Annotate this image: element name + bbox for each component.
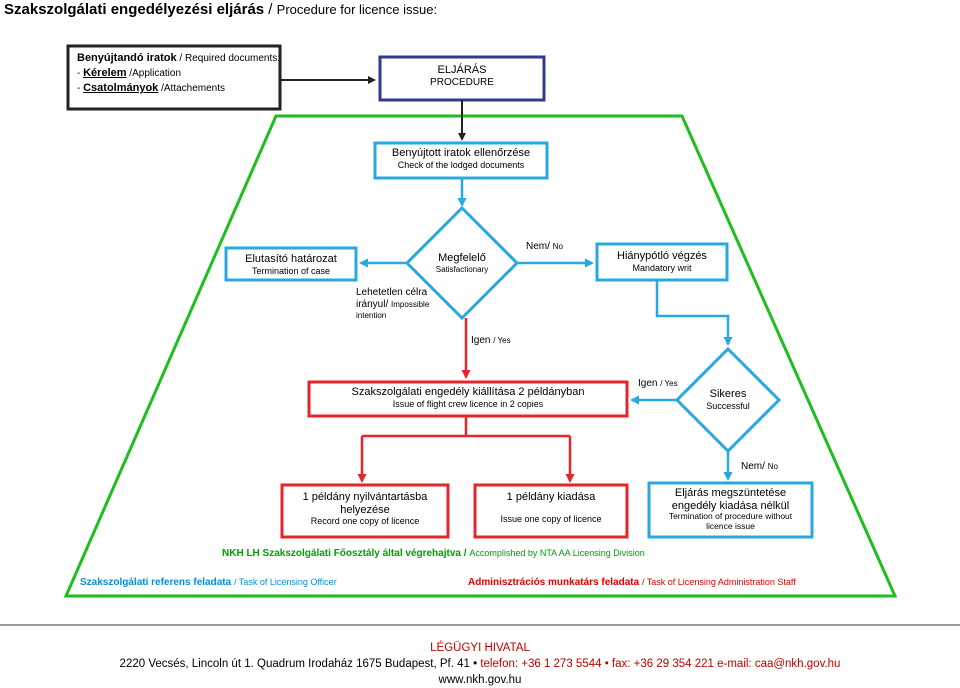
terminate-box <box>647 481 814 539</box>
reject-box <box>224 246 358 282</box>
footer-org: LÉGÜGYI HIVATAL <box>430 642 530 654</box>
executed-by-note: NKH LH Szakszolgálati Főosztály által vé… <box>222 548 645 559</box>
scope-frame <box>63 114 898 598</box>
page-title: Szakszolgálati engedélyezési eljárás / P… <box>4 1 438 18</box>
check-label: Benyújtott iratok ellenőrzése Check of t… <box>391 147 531 170</box>
success-label: Sikeres Successful <box>706 388 750 411</box>
give-box <box>473 483 629 539</box>
required-docs-text: Benyújtandó iratok / Required documents:… <box>77 52 281 94</box>
yes-label-2: Igen / Yes <box>638 378 678 389</box>
required-docs-box <box>66 44 282 111</box>
footer-web: www.nkh.gov.hu <box>438 674 522 686</box>
no-label-1: Nem/ No <box>526 241 563 252</box>
deficiency-to-success-arrow <box>655 280 733 346</box>
staff-task-note: Adminisztrációs munkatárs feladata / Tas… <box>468 577 796 588</box>
footer-address: 2220 Vecsés, Lincoln út 1. Quadrum Iroda… <box>119 658 841 670</box>
record-label: 1 példány nyilvántartásba helyezése Reco… <box>302 491 428 527</box>
decision-label: Megfelelő Satisfactionary <box>435 252 489 274</box>
issue-label: Szakszolgálati engedély kiállítása 2 pél… <box>351 386 585 409</box>
terminate-label: Eljárás megszüntetése engedély kiadása n… <box>668 487 793 532</box>
procedure-box <box>378 55 546 102</box>
officer-task-note: Szakszolgálati referens feladata / Task … <box>80 577 337 588</box>
give-label: 1 példány kiadása Issue one copy of lice… <box>500 491 602 524</box>
issue-split-line <box>362 416 570 438</box>
reject-label: Elutasító határozat Termination of case <box>245 253 337 276</box>
decision-diamond <box>404 205 520 321</box>
deficiency-label: Hiánypótló végzés Mandatory writ <box>617 250 707 273</box>
procedure-label: ELJÁRÁS PROCEDURE <box>430 64 494 88</box>
record-box <box>280 483 450 539</box>
issue-box <box>307 380 629 418</box>
yes-label-1: Igen / Yes <box>471 335 511 346</box>
no-label-2: Nem/ No <box>741 461 778 472</box>
footer: LÉGÜGYI HIVATAL 2220 Vecsés, Lincoln út … <box>0 640 960 688</box>
deficiency-box <box>595 242 729 282</box>
impossible-label: Lehetetlen célra irányul/ Impossible int… <box>356 287 430 320</box>
check-box <box>373 141 549 180</box>
